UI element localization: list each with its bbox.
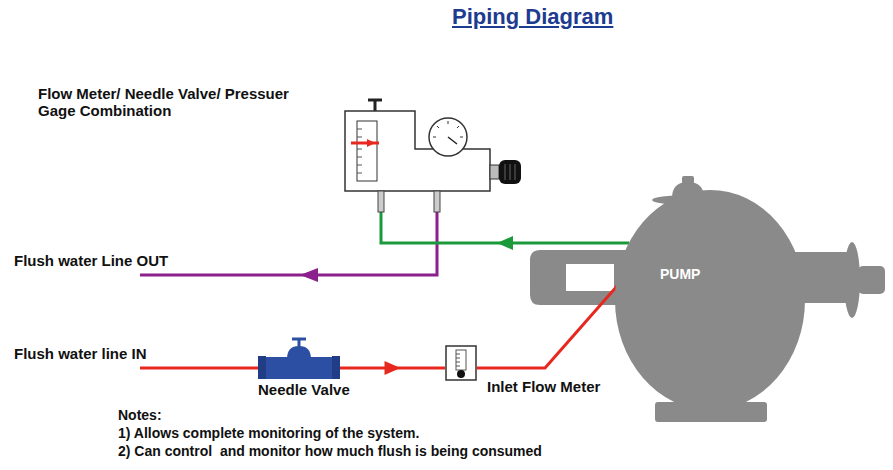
flush-out-line: [140, 212, 437, 282]
pipe-line: [381, 212, 629, 243]
label-block: 2) Can control and monitor how much flus…: [118, 443, 542, 459]
flow-meter-gauge-combination-drawing: [345, 97, 523, 212]
flow-meter-gauge-combination: Flow Meter/ Needle Valve/ Pressuer Gage …: [345, 97, 523, 212]
arrowhead: [385, 361, 401, 375]
pipe-connector: [477, 285, 618, 368]
part-label: PUMP: [660, 266, 860, 283]
pipe-connector: [340, 361, 445, 375]
pipe-connector: [381, 212, 629, 250]
note-text: 2) Can control and monitor how much flus…: [118, 443, 542, 459]
part-label: Inlet Flow Meter: [487, 378, 519, 395]
inlet-flow-meter: Inlet Flow Meter: [445, 345, 477, 381]
part-label: Flow Meter/ Needle Valve/ Pressuer Gage …: [38, 85, 308, 119]
pipe-label: Flush water line IN: [14, 345, 147, 362]
note-heading: Notes:: [118, 407, 162, 423]
flush-in-pipe: [140, 367, 258, 370]
label-block: Flush water Line OUT: [14, 252, 168, 269]
pipe-line: [477, 285, 618, 368]
part-label: Needle Valve: [258, 381, 340, 398]
pipe-label: Flush water Line OUT: [14, 252, 168, 269]
label-block: 1) Allows complete monitoring of the sys…: [118, 425, 419, 441]
shaft-end: [858, 266, 885, 294]
pump-body-drawing: [612, 176, 812, 424]
note-text: 1) Allows complete monitoring of the sys…: [118, 425, 419, 441]
title-block: Piping Diagram: [452, 4, 613, 29]
arrowhead: [497, 236, 513, 250]
flow-arrowhead: [300, 268, 318, 282]
label-block: Flush water line IN: [14, 345, 147, 362]
needle-valve: Needle Valve: [258, 337, 340, 379]
inlet-flow-meter-drawing: [445, 345, 477, 381]
pump-body: PUMP: [612, 176, 812, 424]
diagram-title: Piping Diagram: [452, 4, 613, 29]
label-block: Notes:: [118, 407, 162, 423]
pump-flange: [844, 242, 860, 318]
needle-valve-drawing: [258, 337, 340, 379]
